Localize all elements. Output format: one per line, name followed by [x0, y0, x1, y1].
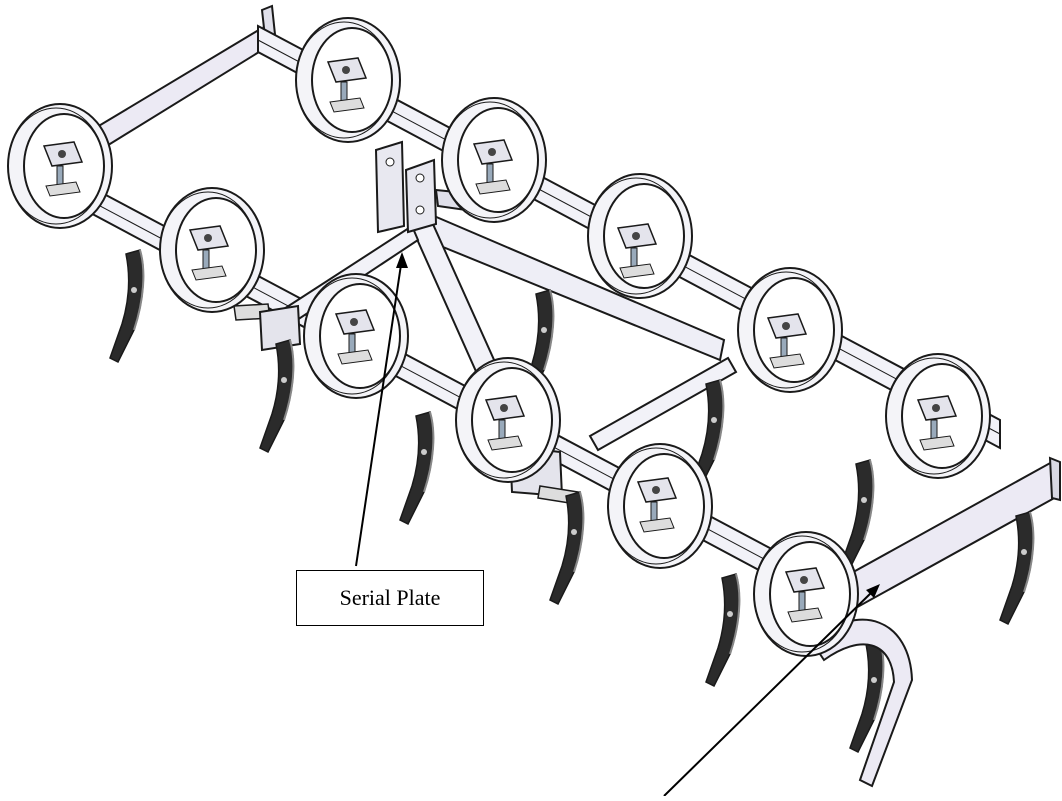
- serial-plate-callout: Serial Plate: [296, 570, 484, 626]
- gauge-wheel: [159, 187, 265, 313]
- curled-tine: [810, 618, 914, 788]
- tine-shank: [399, 411, 435, 525]
- serial-plate-leader: [355, 257, 403, 567]
- tine-shank: [549, 491, 585, 605]
- gauge-wheel: [303, 273, 409, 399]
- hitch-tower-right: [404, 158, 438, 234]
- tine-shank: [109, 249, 145, 363]
- hitch-tower-left: [374, 140, 406, 234]
- second-leader: [663, 589, 875, 797]
- gauge-wheel: [753, 531, 859, 657]
- tine-shank: [259, 339, 295, 453]
- tine-shank: [705, 573, 741, 687]
- gauge-wheel: [455, 357, 561, 483]
- tine-shank: [999, 511, 1035, 625]
- gauge-wheel: [607, 443, 713, 569]
- serial-plate-label: Serial Plate: [339, 585, 441, 610]
